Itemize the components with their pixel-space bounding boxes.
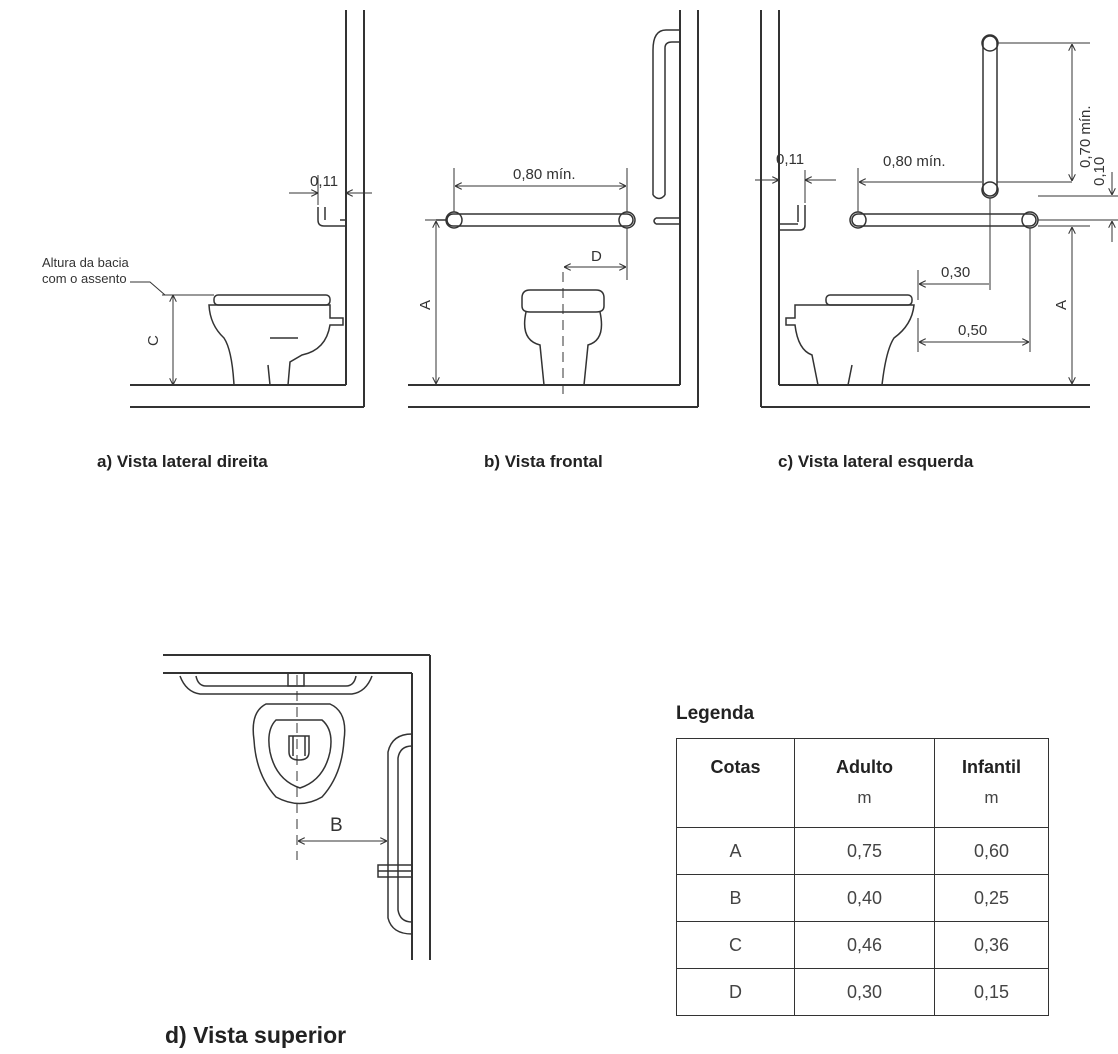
view-c-lateral-left: 0,11 0,80 mín. 0,70 mín. 0,10 0,30 (755, 10, 1118, 471)
table-row: A 0,75 0,60 (676, 827, 1049, 875)
view-a-dimension-011 (289, 175, 372, 205)
view-c-dim-080-label: 0,80 mín. (883, 153, 946, 170)
view-c-dimension-a (1038, 225, 1090, 384)
view-c-caption: c) Vista lateral esquerda (778, 452, 974, 471)
cell-infantil: 0,15 (934, 968, 1049, 1016)
view-b-walls (408, 10, 699, 408)
cell-cota: A (676, 827, 795, 875)
view-b-dim-a-label: A (417, 300, 434, 310)
view-a-dimension-c (130, 281, 214, 385)
view-c-dim-a-label: A (1053, 300, 1070, 310)
cell-infantil: 0,36 (934, 921, 1049, 969)
view-c-dim-030-label: 0,30 (941, 264, 970, 281)
cell-infantil: 0,25 (934, 874, 1049, 922)
table-row: B 0,40 0,25 (676, 874, 1049, 922)
view-b-dim-080-label: 0,80 mín. (513, 166, 576, 183)
view-c-walls (760, 10, 1090, 408)
view-b-dim-d-label: D (591, 248, 602, 265)
view-a-note-line2: com o assento (42, 271, 127, 286)
view-c-dimension-050 (917, 228, 1031, 352)
view-c-dim-050-label: 0,50 (958, 322, 987, 339)
view-a-dim-c-label: C (145, 335, 162, 346)
view-a-toilet (208, 294, 344, 386)
view-c-dimension-080 (857, 168, 1072, 212)
view-b-dimension-d (564, 228, 628, 280)
cell-adulto: 0,46 (794, 921, 935, 969)
view-d-toilet (252, 703, 346, 805)
view-b-dimension-080 (453, 168, 628, 212)
view-a-note-line1: Altura da bacia (42, 255, 129, 270)
table-row: D 0,30 0,15 (676, 968, 1049, 1016)
header-cotas: Cotas (676, 738, 795, 828)
header-adulto-unit: m (857, 788, 872, 807)
view-a-walls (130, 10, 365, 408)
cell-adulto: 0,40 (794, 874, 935, 922)
cell-infantil: 0,60 (934, 827, 1049, 875)
view-c-dim-011-label: 0,11 (776, 151, 804, 168)
view-c-dimension-011 (755, 170, 836, 203)
view-a-dim-011-label: 0,11 (310, 173, 338, 190)
view-a-lateral-right: 0,11 C Altura da bacia com o assento a) … (42, 10, 372, 471)
cell-adulto: 0,75 (794, 827, 935, 875)
view-b-toilet (521, 289, 605, 386)
view-d-top: B d) Vista superior (163, 654, 431, 1048)
view-a-grab-bar (317, 207, 346, 227)
view-c-dimension-030 (917, 198, 991, 300)
view-c-dim-010-label: 0,10 (1091, 157, 1108, 186)
view-c-side-grab-bar (779, 205, 806, 231)
view-b-caption: b) Vista frontal (484, 452, 603, 471)
view-b-frontal: 0,80 mín. D A b) Vista frontal (408, 10, 699, 471)
cell-cota: D (676, 968, 795, 1016)
view-d-back-grab-bar (179, 672, 373, 695)
legend-title: Legenda (676, 703, 755, 724)
view-b-vertical-grab-bar (652, 29, 680, 225)
view-d-caption: d) Vista superior (165, 1022, 346, 1048)
view-c-dimension-070 (998, 42, 1090, 181)
view-d-dim-b-label: B (330, 815, 343, 836)
view-d-side-grab-bar (377, 733, 413, 935)
view-b-horizontal-grab-bar (436, 211, 636, 229)
view-a-caption: a) Vista lateral direita (97, 452, 268, 471)
cell-adulto: 0,30 (794, 968, 935, 1016)
view-c-toilet (785, 294, 915, 386)
view-c-dim-070-label: 0,70 mín. (1077, 105, 1094, 168)
header-infantil-unit: m (984, 788, 999, 807)
view-c-horizontal-grab-bar (849, 211, 1039, 229)
view-b-dimension-a (425, 219, 446, 384)
cell-cota: B (676, 874, 795, 922)
view-c-dimension-010 (1038, 172, 1118, 242)
view-c-vertical-grab-bar (981, 34, 999, 199)
cell-cota: C (676, 921, 795, 969)
table-row: C 0,46 0,36 (676, 921, 1049, 969)
